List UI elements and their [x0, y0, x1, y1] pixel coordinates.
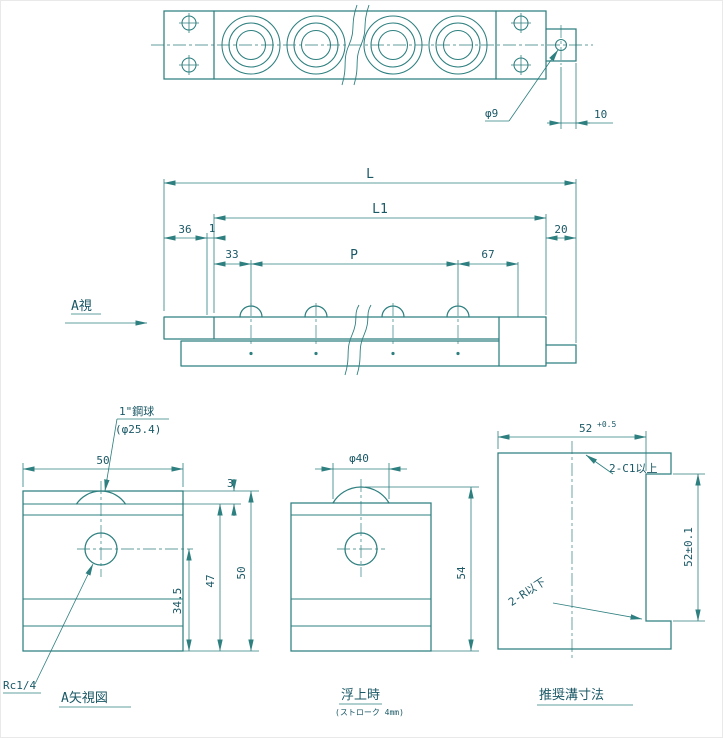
- chamfer-note-label: 2-C1以上: [609, 462, 658, 475]
- top-view: φ9 10: [151, 4, 613, 129]
- lower-strip: [180, 340, 500, 367]
- floating-view-title: 浮上時: [341, 688, 380, 703]
- ball-unit: [363, 15, 423, 75]
- port-note: Rc1/4: [3, 563, 94, 694]
- base-dot: [249, 351, 253, 356]
- chamfer-note: 2-C1以上: [585, 454, 658, 475]
- ball-unit: [221, 15, 281, 75]
- dim-height-50-label: 50: [235, 566, 248, 579]
- base-dot: [456, 351, 460, 356]
- view-a-arrow: A視: [65, 299, 148, 326]
- dim-20-label: 20: [554, 223, 567, 236]
- radius-note: 2-R以下: [506, 575, 643, 620]
- upper-strip: [163, 316, 547, 340]
- dim-10-label: 10: [594, 108, 607, 121]
- dim-width-50-label: 50: [96, 454, 109, 467]
- bolt-hole: [179, 55, 199, 75]
- body-inner-lines: [291, 514, 431, 627]
- dimension-33: 33: [213, 248, 252, 267]
- dimension-67: 67: [457, 248, 519, 267]
- view-a-label: A視: [71, 299, 92, 314]
- ball-unit: [286, 15, 346, 75]
- break-line: [356, 304, 372, 376]
- dim-groove-width-label: 52: [579, 422, 592, 435]
- a-arrow-view-title: A矢視図: [61, 691, 108, 706]
- base-dot: [314, 351, 318, 356]
- dim-1-label: 1: [209, 222, 216, 235]
- view-title: 推奨溝寸法: [537, 688, 633, 706]
- dim-groove-width-tolerance: +0.5: [597, 420, 616, 429]
- radius-note-label: 2-R以下: [506, 575, 548, 609]
- dimension-L: L: [163, 167, 577, 186]
- bolt-hole: [511, 55, 531, 75]
- dimension-P: P: [250, 248, 459, 267]
- dim-33-label: 33: [225, 248, 238, 261]
- ball-unit: [428, 15, 488, 75]
- dim-groove-depth-label: 52±0.1: [682, 527, 695, 567]
- bolt-hole: [511, 13, 531, 33]
- ball-note: 1"鋼球 (φ25.4): [104, 404, 169, 492]
- bar-outline: [163, 10, 547, 80]
- dimension-47: 47: [183, 503, 259, 652]
- dimension-L1: L1: [213, 202, 547, 221]
- floating-view-subtitle: (ストローク 4mm): [335, 708, 404, 717]
- groove-view: 52 +0.5 52±0.1 2-C1以上 2-R以下 推奨溝寸法: [497, 420, 705, 706]
- dim-phi40-label: φ40: [349, 452, 369, 465]
- base-dot: [391, 351, 395, 356]
- front-view: A視 L L1 36 1 20: [65, 167, 577, 376]
- dimension-width-50: 50: [22, 454, 184, 487]
- dim-3-label: 3: [227, 477, 234, 490]
- ball-centerline: [250, 303, 459, 347]
- dimension-36: 36: [163, 223, 208, 241]
- break-line: [341, 4, 358, 86]
- dimension-groove-depth: 52±0.1: [673, 473, 705, 622]
- dimension-height-50: 50: [235, 490, 254, 652]
- dimension-3: 3: [183, 477, 259, 516]
- dim-67-label: 67: [481, 248, 494, 261]
- dimension-groove-width: 52 +0.5: [497, 420, 647, 471]
- dim-36-label: 36: [178, 223, 191, 236]
- dim-47-label: 47: [204, 574, 217, 587]
- floating-view: φ40 54 浮上時 (ストローク 4mm): [290, 452, 479, 717]
- body-inner-lines: [23, 503, 183, 627]
- dim-L1-label: L1: [372, 202, 388, 217]
- dim-L-label: L: [366, 167, 374, 182]
- break-line: [344, 304, 360, 376]
- bolt-hole: [179, 13, 199, 33]
- dimension-10: 10: [547, 63, 613, 129]
- view-title: A矢視図: [59, 691, 131, 708]
- right-tab: [545, 344, 577, 364]
- dimension-54: 54: [365, 486, 479, 652]
- dim-P-label: P: [350, 248, 358, 263]
- view-title: 浮上時 (ストローク 4mm): [335, 688, 404, 717]
- port-note-label: Rc1/4: [3, 679, 36, 692]
- dim-phi9-label: φ9: [485, 107, 498, 120]
- groove-view-title: 推奨溝寸法: [539, 688, 604, 703]
- groove-profile: [497, 452, 672, 650]
- extension-line: [163, 179, 577, 343]
- dimension-20: 20: [545, 223, 577, 241]
- break-line: [353, 4, 370, 86]
- end-block: [498, 316, 547, 367]
- dimension-phi40: φ40: [315, 452, 407, 499]
- ball-note-line1: 1"鋼球: [119, 404, 154, 418]
- dimension-34-5: 34.5: [171, 548, 192, 652]
- dim-54-label: 54: [455, 566, 468, 580]
- ball-note-line2: (φ25.4): [115, 423, 161, 436]
- a-arrow-view: 50 3 47 34.5 50 1"鋼球 (φ25.4): [3, 404, 259, 708]
- dimension-1: 1: [207, 222, 226, 241]
- dimension-phi9: φ9: [485, 49, 559, 122]
- dim-34-5-label: 34.5: [171, 588, 184, 615]
